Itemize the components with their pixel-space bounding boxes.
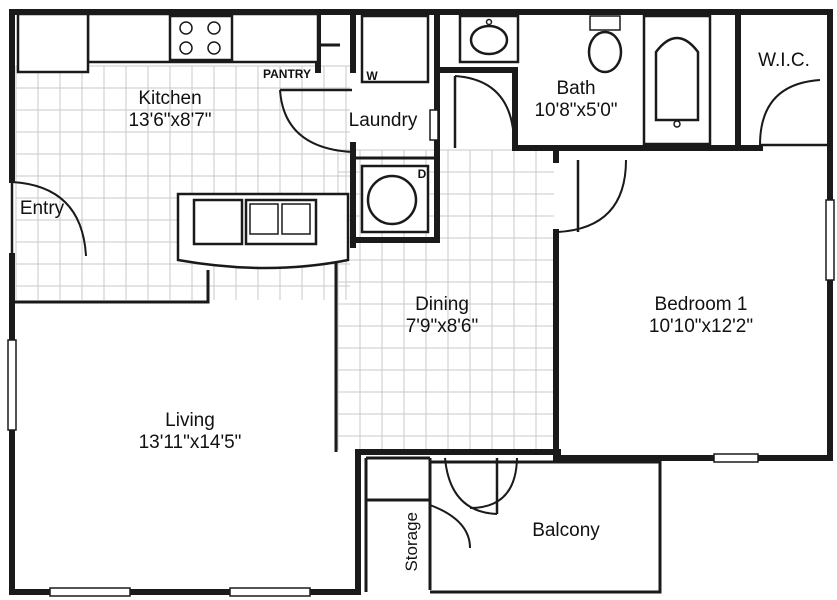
dryer-label: D [417, 167, 427, 181]
kitchen-dimensions: 13'6"x8'7" [128, 109, 212, 131]
pantry-label: PANTRY [263, 67, 311, 81]
laundry-label: Laundry [348, 110, 418, 131]
windows [7, 109, 835, 597]
dining-label: Dining 7'9"x8'6" [372, 294, 512, 338]
laundry-appliances [360, 14, 430, 234]
dining-dimensions: 7'9"x8'6" [405, 315, 479, 337]
bath-dimensions: 10'8"x5'0" [534, 99, 618, 121]
bedroom-label: Bedroom 1 10'10"x12'2" [626, 294, 776, 338]
wic-label: W.I.C. [758, 50, 810, 71]
balcony-label: Balcony [532, 520, 600, 541]
kitchen-label: Kitchen 13'6"x8'7" [80, 88, 260, 132]
doors [10, 75, 830, 590]
bedroom-dimensions: 10'10"x12'2" [648, 315, 754, 337]
kitchen-counters [16, 12, 350, 270]
bath-name: Bath [556, 78, 596, 99]
living-label: Living 13'11"x14'5" [110, 410, 270, 454]
washer-label: W [366, 69, 378, 83]
kitchen-name: Kitchen [138, 88, 202, 109]
living-dimensions: 13'11"x14'5" [138, 431, 242, 453]
bath-fixtures [458, 14, 712, 146]
living-name: Living [165, 410, 215, 431]
entry-label: Entry [19, 198, 65, 219]
bedroom-name: Bedroom 1 [654, 294, 748, 315]
storage-label: Storage [402, 512, 422, 572]
dining-name: Dining [415, 294, 469, 315]
bath-label: Bath 10'8"x5'0" [506, 78, 646, 122]
